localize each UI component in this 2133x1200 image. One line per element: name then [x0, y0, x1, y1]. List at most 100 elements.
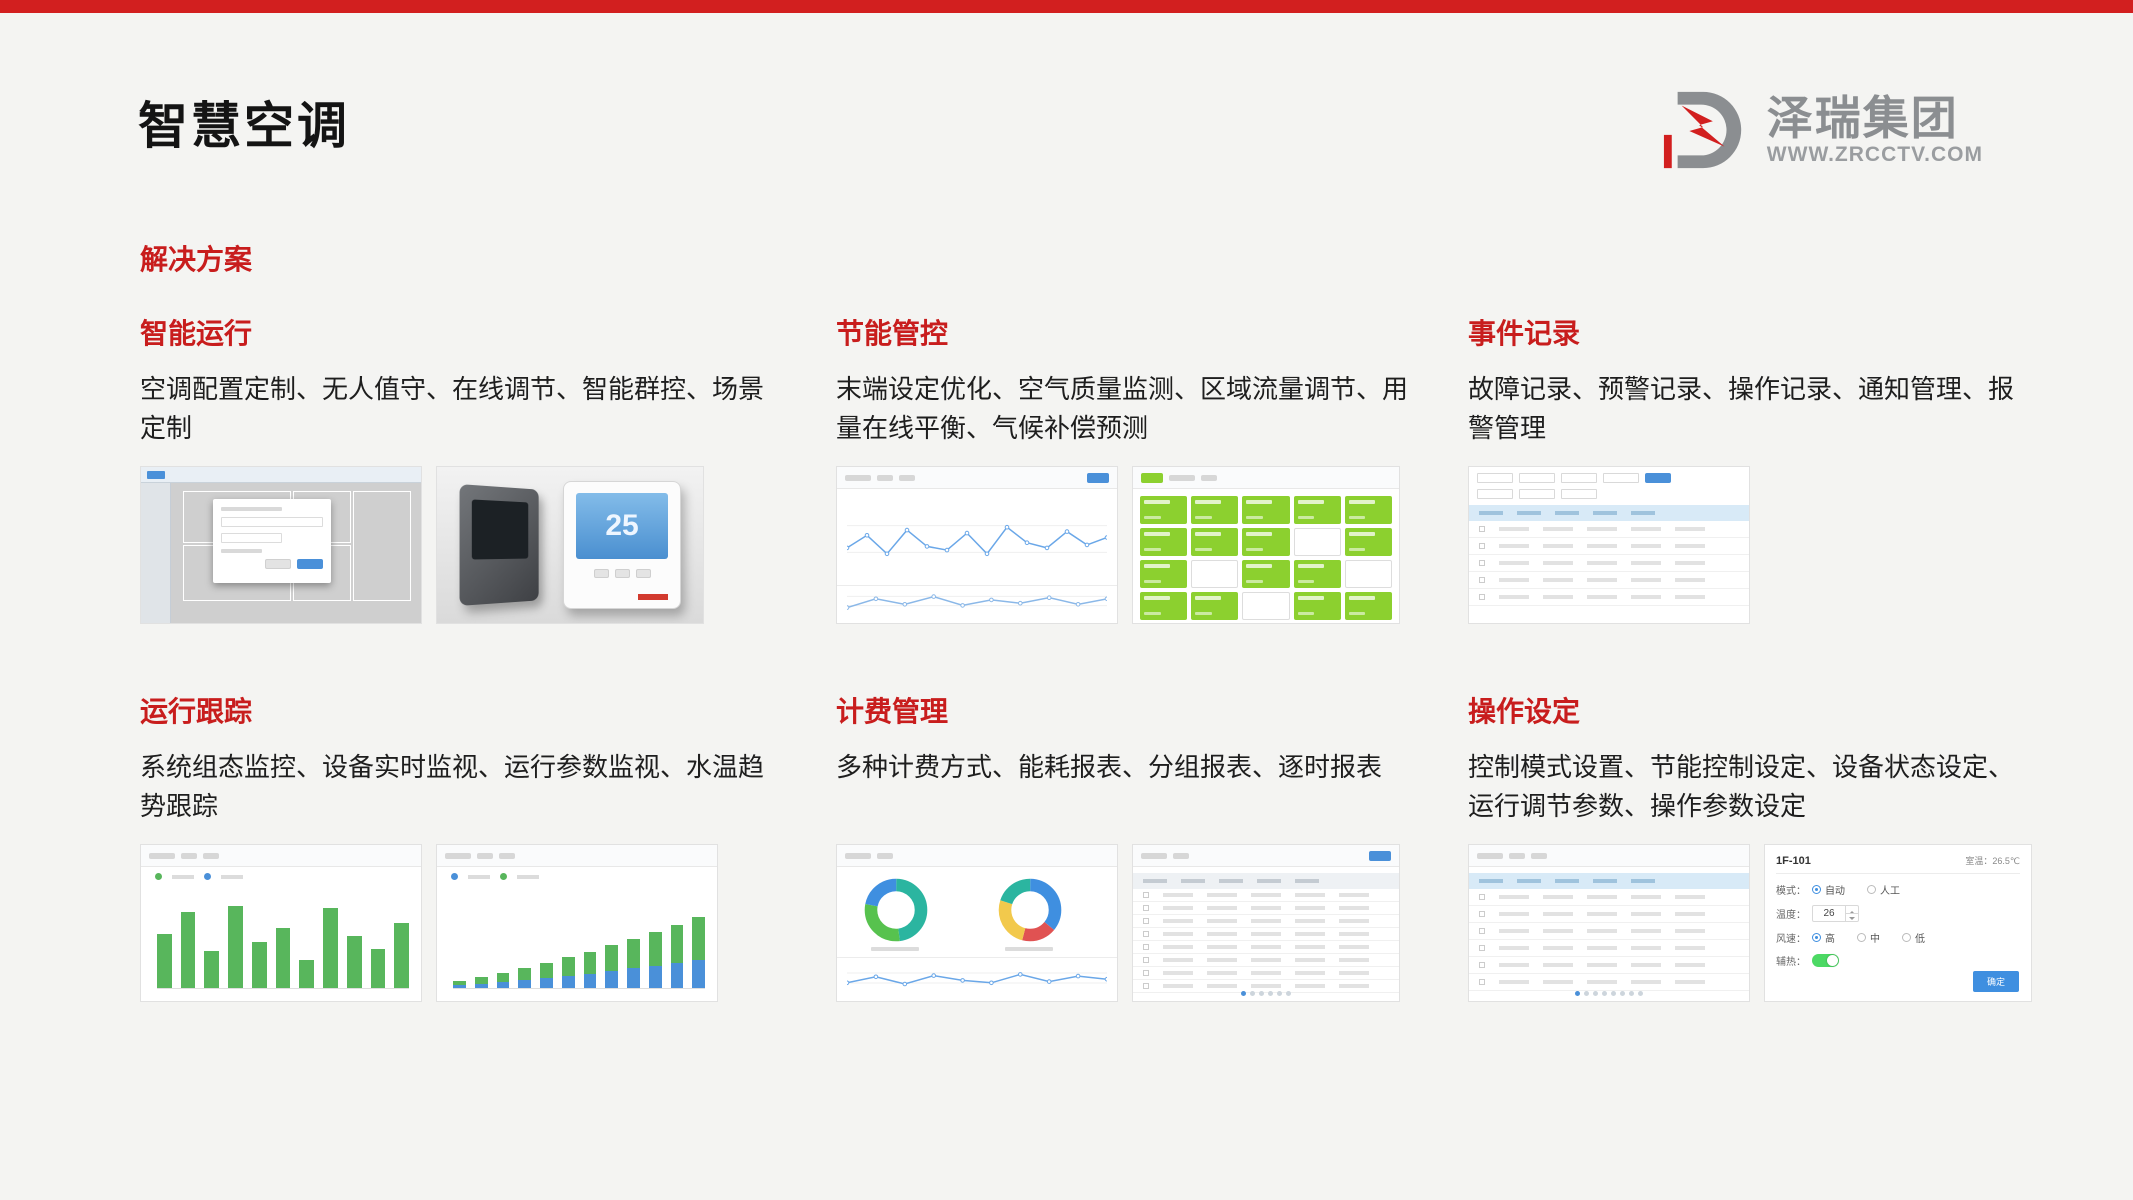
mode-option-auto: 自动	[1825, 886, 1845, 897]
bar-blue-segment	[453, 985, 466, 988]
toolbar-tab	[149, 852, 175, 859]
feature-description: 故障记录、预警记录、操作记录、通知管理、报警管理	[1468, 374, 2015, 443]
fan-speed-row: 风速： 高 中 低	[1776, 930, 2020, 945]
bar	[157, 934, 172, 988]
temperature-row: 温度： 26	[1776, 905, 2020, 922]
table-body	[1469, 889, 1749, 991]
dialog-text-line	[221, 549, 262, 553]
bar	[692, 917, 705, 988]
table-row	[1133, 967, 1399, 980]
energy-secondary-chart	[847, 594, 1107, 610]
row-checkbox	[1143, 918, 1149, 924]
table-row	[1469, 923, 1749, 940]
toolbar-tab	[181, 852, 197, 859]
room-temperature: 室温：26.5℃	[1965, 856, 2020, 866]
screenshot-billing-dashboard	[836, 844, 1118, 1002]
confirm-button: 确定	[1972, 971, 2019, 992]
device-card	[1242, 528, 1290, 556]
legend-dot-green	[155, 873, 162, 880]
row-checkbox	[1479, 911, 1485, 917]
device-card	[1140, 560, 1188, 588]
device-card	[1140, 528, 1188, 556]
toolbar-tab	[1531, 852, 1547, 859]
floorplan-room	[353, 491, 411, 601]
feature-description: 系统组态监控、设备实时监视、运行参数监视、水温趋势跟踪	[140, 752, 765, 821]
mini-toolbar	[437, 845, 717, 867]
toolbar-tab	[1141, 852, 1167, 859]
toolbar-tab	[845, 852, 871, 859]
aux-heat-label: 辅热：	[1776, 957, 1806, 968]
top-red-bar	[0, 0, 2133, 13]
donut-chart-cost	[998, 878, 1062, 942]
bar-blue-segment	[648, 965, 662, 988]
screenshot-settings-table	[1468, 844, 1750, 1002]
device-card-grid	[1133, 489, 1399, 623]
toolbar-tab	[1169, 474, 1195, 481]
pagination-dot	[1620, 991, 1625, 996]
bar-blue-segment	[561, 975, 575, 988]
header: 智慧空调 泽瑞集团 WWW.ZRCCTV.COM	[0, 0, 2133, 174]
bar	[370, 948, 386, 988]
company-logo: 泽瑞集团 WWW.ZRCCTV.COM	[1655, 86, 1983, 174]
screenshot-control-panel: 1F-101 室温：26.5℃ 模式： 自动 人工 温度： 26	[1764, 844, 2032, 1002]
toolbar-tab	[845, 474, 871, 481]
feature-description: 多种计费方式、能耗报表、分组报表、逐时报表	[836, 752, 1383, 782]
feature-title: 节能管控	[836, 318, 949, 349]
device-card	[1242, 560, 1290, 588]
thermostat-temperature: 25	[605, 509, 639, 542]
stepper-buttons	[1845, 906, 1858, 921]
logo-website: WWW.ZRCCTV.COM	[1766, 143, 1983, 167]
feature-thumbnails: 25	[140, 466, 800, 624]
divider	[837, 957, 1117, 958]
bar-blue-segment	[474, 983, 488, 988]
bar	[496, 973, 510, 988]
bar-blue-segment	[518, 980, 531, 988]
feature-thumbnails	[1468, 466, 2033, 624]
table-row	[1469, 555, 1749, 572]
floorplan-dialog	[213, 499, 331, 583]
screenshot-energy-linechart	[836, 466, 1118, 624]
donut-chart-energy	[864, 878, 928, 942]
bar	[474, 976, 488, 988]
row-checkbox	[1479, 594, 1485, 600]
table-row	[1469, 521, 1749, 538]
logo-text: 泽瑞集团 WWW.ZRCCTV.COM	[1767, 93, 1983, 168]
mini-toolbar	[837, 845, 1117, 867]
bar	[346, 935, 362, 988]
filter-row	[1469, 483, 1749, 499]
row-checkbox	[1479, 979, 1485, 985]
chart-caption	[1005, 947, 1053, 951]
table-row	[1469, 974, 1749, 991]
table-row	[1469, 906, 1749, 923]
device-card	[1191, 496, 1239, 524]
feature-title: 运行跟踪	[140, 696, 253, 727]
bar	[251, 941, 267, 988]
device-card	[1242, 496, 1290, 524]
feature-title: 计费管理	[836, 696, 949, 727]
aux-heat-row: 辅热：	[1776, 953, 2020, 968]
row-checkbox	[1143, 892, 1149, 898]
toolbar-tab	[445, 852, 471, 859]
bar	[648, 932, 662, 988]
pagination-dot	[1277, 991, 1282, 996]
toolbar-button	[1369, 850, 1391, 861]
pagination-dot	[1602, 991, 1607, 996]
pagination-dot	[1268, 991, 1273, 996]
chart-caption	[871, 947, 919, 951]
feature-energy-control: 节能管控 末端设定优化、空气质量监测、区域流量调节、用量在线平衡、气候补偿预测	[836, 312, 1432, 624]
logo-d-mark-icon	[1655, 86, 1755, 174]
toolbar-tab	[477, 852, 493, 859]
row-checkbox	[1143, 970, 1149, 976]
temperature-value: 26	[1823, 908, 1835, 919]
pagination-dot	[1593, 991, 1598, 996]
feature-thumbnails	[836, 844, 1432, 1002]
feature-title: 智能运行	[140, 318, 253, 349]
toolbar-tab	[1477, 852, 1503, 859]
bar-blue-segment	[540, 977, 553, 988]
table-row	[1133, 954, 1399, 967]
row-checkbox	[1479, 560, 1485, 566]
fan-option-medium: 中	[1870, 934, 1880, 945]
step-down-icon	[1846, 913, 1858, 921]
fan-option-high: 高	[1825, 934, 1835, 945]
